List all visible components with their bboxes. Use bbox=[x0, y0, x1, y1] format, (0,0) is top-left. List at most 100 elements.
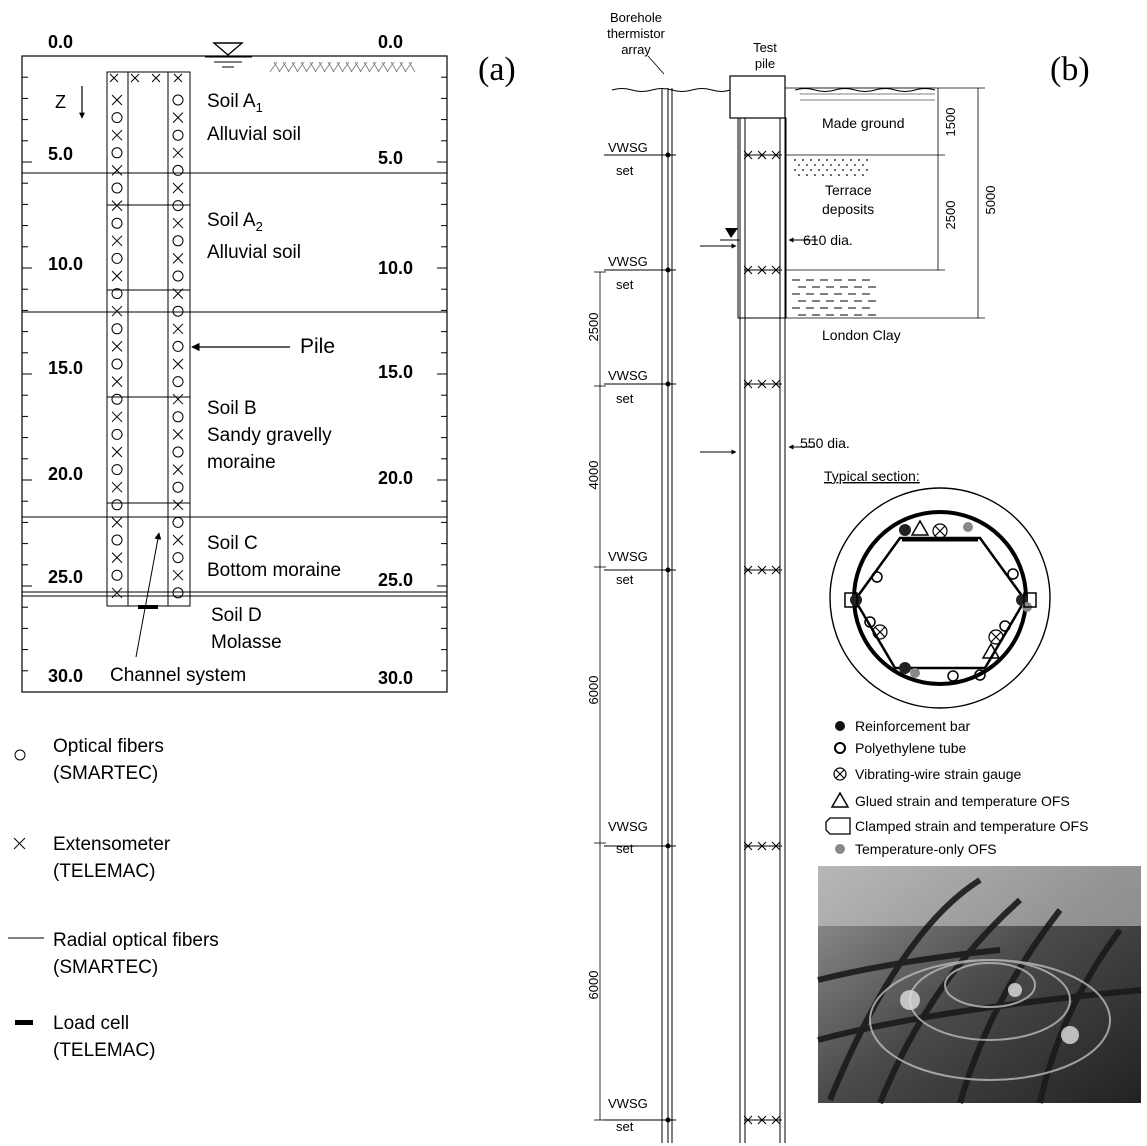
vwsg-set-5: set bbox=[616, 841, 634, 856]
dim-1500: 1500 bbox=[943, 108, 958, 137]
terrace-dot bbox=[842, 159, 844, 161]
terrace-dot bbox=[794, 169, 796, 171]
terrace-dot bbox=[802, 169, 804, 171]
typical-section-drawing bbox=[829, 487, 1051, 709]
panel-b-label: (b) bbox=[1050, 51, 1090, 88]
ground-hatch bbox=[305, 61, 314, 73]
optical-fiber-mark bbox=[111, 147, 123, 159]
terrace-dot bbox=[826, 159, 828, 161]
optical-fiber-mark bbox=[111, 499, 123, 511]
optical-fiber-mark bbox=[111, 217, 123, 229]
optical-fiber-mark bbox=[111, 323, 123, 335]
ground-hatch bbox=[372, 61, 380, 73]
vwsg-set-4: set bbox=[616, 572, 634, 587]
extensometer-mark bbox=[111, 341, 123, 352]
vwsg-label-2: VWSG bbox=[608, 254, 648, 269]
section-legend: Reinforcement bar Polyethylene tube Vibr… bbox=[825, 718, 1088, 857]
terrace-dot bbox=[798, 174, 800, 176]
ground-hatch bbox=[318, 61, 326, 73]
ground-hatch bbox=[408, 61, 416, 73]
depth-left-20: 20.0 bbox=[48, 464, 83, 484]
ground-hatch bbox=[399, 61, 407, 73]
depth-label-top-right: 0.0 bbox=[378, 32, 403, 52]
ground-hatch bbox=[296, 61, 305, 73]
extensometer-mark bbox=[111, 129, 123, 141]
terrace-dot bbox=[830, 164, 832, 166]
vwsg-label-1: VWSG bbox=[608, 140, 648, 155]
terrace-dot bbox=[846, 164, 848, 166]
terrace-dot bbox=[862, 174, 864, 176]
terrace-dot bbox=[838, 174, 840, 176]
terrace-dot bbox=[830, 174, 832, 176]
extensometer-mark bbox=[172, 288, 184, 299]
optical-fiber-mark bbox=[172, 552, 184, 564]
ground-hatch bbox=[377, 61, 386, 73]
extensometer-mark bbox=[172, 569, 184, 581]
pile-label: Pile bbox=[300, 335, 335, 358]
terrace-dot bbox=[854, 174, 856, 176]
extensometer-mark bbox=[172, 147, 184, 159]
soil-c-desc: Bottom moraine bbox=[207, 560, 341, 581]
optical-fiber-mark bbox=[172, 164, 184, 176]
ground-hatch bbox=[300, 61, 308, 73]
depth-left-25: 25.0 bbox=[48, 567, 83, 587]
extensometer-mark bbox=[111, 517, 123, 528]
borehole-label-1: Borehole bbox=[610, 10, 662, 25]
panel-a: 0.0 0.0 5.0 10.0 15.0 20.0 25.0 30.0 5.0… bbox=[8, 32, 516, 1061]
ground-hatch bbox=[273, 61, 281, 73]
terrace-dot bbox=[822, 164, 824, 166]
ground-hatch bbox=[278, 61, 287, 73]
extensometer-mark bbox=[111, 200, 123, 211]
optical-fiber-mark bbox=[111, 252, 123, 264]
legend-polyethylene-tube: Polyethylene tube bbox=[855, 740, 967, 756]
terrace-dot bbox=[834, 169, 836, 171]
ground-hatch bbox=[350, 61, 359, 73]
ground-hatch bbox=[291, 61, 299, 73]
ground-hatch bbox=[345, 61, 353, 73]
legend-optical-fibers: Optical fibers bbox=[53, 736, 164, 757]
optical-fiber-mark bbox=[111, 182, 123, 194]
extensometer-mark bbox=[151, 73, 161, 83]
legend-glued-ofs: Glued strain and temperature OFS bbox=[855, 793, 1070, 809]
terrace-dot bbox=[826, 169, 828, 171]
soil-a2-label: Soil A2 bbox=[207, 210, 263, 234]
legend-radial-fibers-maker: (SMARTEC) bbox=[53, 957, 158, 978]
extensometer-mark bbox=[111, 165, 123, 176]
terrace-dot bbox=[814, 164, 816, 166]
ground-hatch bbox=[395, 61, 404, 73]
soil-a1-desc: Alluvial soil bbox=[207, 124, 301, 145]
optical-fiber-mark bbox=[172, 200, 184, 212]
vwsg-sensor-dot bbox=[665, 381, 671, 387]
optical-fiber-mark bbox=[172, 481, 184, 493]
extensometer-mark bbox=[111, 411, 123, 423]
optical-fiber-mark bbox=[172, 305, 184, 317]
depth-right-25: 25.0 bbox=[378, 570, 413, 590]
vwsg-sensor-dot bbox=[665, 267, 671, 273]
ground-hatch bbox=[287, 61, 296, 73]
ground-hatch bbox=[323, 61, 332, 73]
ground-hatch bbox=[309, 61, 317, 73]
dia-610-label: 610 dia. bbox=[803, 232, 853, 248]
optical-fiber-mark bbox=[111, 534, 123, 546]
ground-hatch bbox=[359, 61, 368, 73]
stratum-made-ground: Made ground bbox=[822, 115, 905, 131]
ground-hatch bbox=[341, 61, 350, 73]
vwsg-label-5: VWSG bbox=[608, 819, 648, 834]
test-pile-label-1: Test bbox=[753, 40, 777, 55]
legend-extensometer: Extensometer bbox=[53, 834, 171, 855]
ground-hatch bbox=[336, 61, 344, 73]
vwsg-set-3: set bbox=[616, 391, 634, 406]
optical-fiber-mark bbox=[172, 235, 184, 247]
vwsg-sensor-dot bbox=[665, 567, 671, 573]
extensometer-mark bbox=[172, 534, 184, 546]
vwsg-label-3: VWSG bbox=[608, 368, 648, 383]
terrace-dot bbox=[850, 159, 852, 161]
typical-section-label: Typical section: bbox=[824, 468, 920, 484]
stratum-terrace: Terrace bbox=[825, 182, 872, 198]
soil-b-desc-1: Sandy gravelly bbox=[207, 425, 332, 446]
optical-fiber-mark bbox=[172, 411, 184, 423]
depth-left-30: 30.0 bbox=[48, 666, 83, 686]
terrace-dot bbox=[806, 164, 808, 166]
extensometer-mark bbox=[172, 464, 184, 475]
optical-fiber-mark bbox=[172, 270, 184, 282]
